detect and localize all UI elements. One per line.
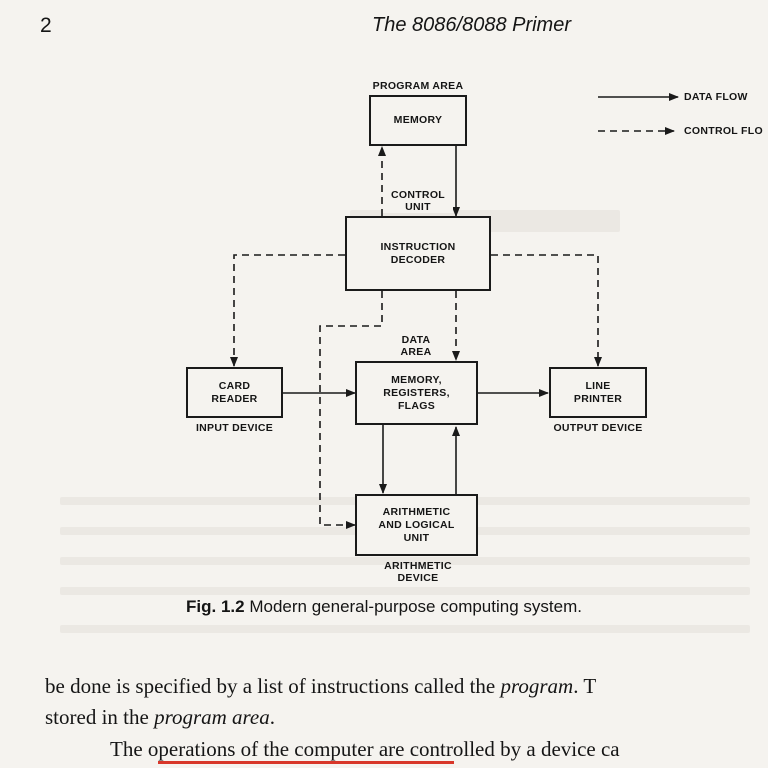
line-printer-block: LINE PRINTER (549, 367, 647, 418)
figure-caption: Fig. 1.2 Modern general-purpose computin… (0, 597, 768, 617)
instruction-decoder-block: INSTRUCTION DECODER (345, 216, 491, 291)
red-pen-underline (158, 761, 454, 764)
decoder-to-card-reader-control (230, 254, 345, 367)
body-text: . (269, 705, 276, 729)
data-area-label: DATA AREA (400, 334, 432, 358)
figure-number: Fig. 1.2 (186, 597, 245, 616)
memory-registers-flags-block: MEMORY, REGISTERS, FLAGS (355, 361, 478, 425)
line-printer-label: LINE PRINTER (573, 379, 623, 405)
bleed-through-line (60, 625, 750, 633)
body-text: be done is specified by a list of instru… (45, 674, 501, 698)
figure-caption-text: Modern general-purpose computing system. (249, 597, 582, 616)
legend-data-flow-label: DATA FLOW (684, 91, 748, 103)
body-line-1: be done is specified by a list of instru… (45, 674, 596, 699)
alu-block: ARITHMETIC AND LOGICAL UNIT (355, 494, 478, 556)
body-italic: program (500, 674, 574, 698)
decoder-to-printer-control (491, 254, 602, 367)
body-text: stored in the (45, 705, 155, 729)
underlined-phrase: operations of the computer (147, 737, 374, 761)
body-text: The (110, 737, 148, 761)
running-title: The 8086/8088 Primer (372, 14, 572, 36)
control-unit-label: CONTROL UNIT (383, 189, 453, 213)
bleed-through-line (60, 587, 750, 595)
arithmetic-device-label: ARITHMETIC DEVICE (384, 560, 452, 584)
memory-block: MEMORY (369, 95, 467, 146)
bleed-through-line (60, 557, 750, 565)
instruction-decoder-label: INSTRUCTION DECODER (380, 240, 456, 266)
body-text: . T (573, 674, 597, 698)
body-line-3: The operations of the computer are contr… (110, 737, 620, 762)
memory-block-label: MEMORY (393, 114, 443, 126)
alu-label: ARITHMETIC AND LOGICAL UNIT (378, 505, 455, 544)
card-reader-label: CARD READER (211, 379, 258, 405)
body-line-2: stored in the program area. (45, 705, 275, 730)
program-area-label: PROGRAM AREA (372, 80, 464, 92)
body-text: are controlled by a device ca (373, 737, 620, 761)
decoder-to-alu-control (319, 291, 383, 529)
body-italic: program area (154, 705, 270, 729)
input-device-label: INPUT DEVICE (195, 422, 274, 434)
legend-control-flow-label: CONTROL FLO (684, 125, 763, 137)
page-number: 2 (40, 14, 52, 37)
memory-registers-flags-label: MEMORY, REGISTERS, FLAGS (383, 373, 450, 412)
card-reader-block: CARD READER (186, 367, 283, 418)
output-device-label: OUTPUT DEVICE (553, 422, 643, 434)
